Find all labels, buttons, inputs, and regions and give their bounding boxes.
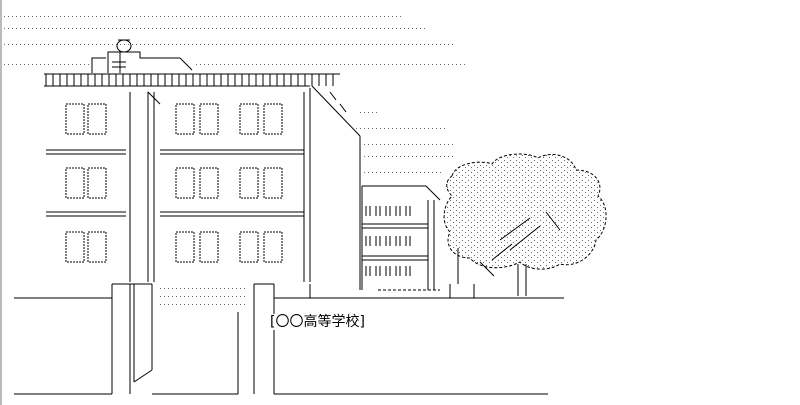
annex-window — [405, 236, 411, 246]
window — [199, 231, 219, 263]
annex-window — [395, 206, 401, 216]
sky-dot-bands — [4, 14, 468, 173]
annex-window — [365, 266, 371, 276]
main-building-windows — [65, 103, 283, 263]
annex-building — [361, 185, 441, 290]
annex-window — [395, 266, 401, 276]
window — [87, 103, 107, 135]
window — [199, 103, 219, 135]
annex-window — [385, 236, 391, 246]
annex-window — [365, 206, 371, 216]
window — [65, 103, 85, 135]
ground-dot-band — [160, 286, 246, 305]
annex-window — [375, 236, 381, 246]
window — [65, 167, 85, 199]
annex-window — [365, 236, 371, 246]
window — [263, 167, 283, 199]
annex-window — [375, 266, 381, 276]
school-gate-pillars — [111, 283, 275, 394]
annex-window — [405, 266, 411, 276]
window — [65, 231, 85, 263]
window — [239, 231, 259, 263]
roof-crenellation — [45, 74, 334, 86]
window — [263, 103, 283, 135]
school-name-label: [〇〇高等学校] — [268, 314, 367, 330]
window — [175, 103, 195, 135]
window — [87, 167, 107, 199]
tree-canopy — [443, 153, 607, 296]
ground-and-wall — [14, 284, 564, 299]
window — [87, 231, 107, 263]
window — [175, 231, 195, 263]
annex-window — [385, 206, 391, 216]
window — [199, 167, 219, 199]
annex-window — [395, 236, 401, 246]
annex-window — [375, 206, 381, 216]
window — [239, 167, 259, 199]
roof-clock-tower — [91, 39, 193, 73]
annex-windows — [365, 206, 411, 276]
annex-window — [385, 266, 391, 276]
main-building-body — [46, 85, 361, 290]
window — [175, 167, 195, 199]
window — [263, 231, 283, 263]
window — [239, 103, 259, 135]
annex-window — [405, 206, 411, 216]
